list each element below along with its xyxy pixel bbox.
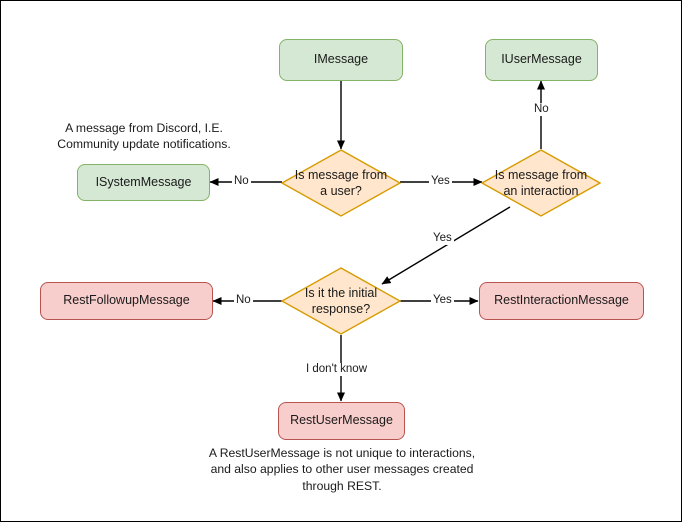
node-decision-initial[interactable]: Is it the initial response? xyxy=(281,267,401,335)
edge-label-initial-no: No xyxy=(234,294,253,307)
node-decision-interaction-label: Is message from an interaction xyxy=(494,167,588,198)
node-decision-user-label: Is message from a user? xyxy=(294,167,388,198)
node-restinteractionmessage[interactable]: RestInteractionMessage xyxy=(479,282,644,320)
annotation-rest-user-message: A RestUserMessage is not unique to inter… xyxy=(208,446,476,493)
node-restfollowupmessage-label: RestFollowupMessage xyxy=(63,293,190,308)
node-restinteractionmessage-label: RestInteractionMessage xyxy=(494,293,629,308)
node-iusermessage[interactable]: IUserMessage xyxy=(485,39,598,81)
edge-label-initial-yes: Yes xyxy=(431,294,454,307)
node-restusermessage[interactable]: RestUserMessage xyxy=(278,402,405,440)
edge-label-user-no: No xyxy=(232,175,251,188)
edge-label-initial-unknown: I don't know xyxy=(304,363,370,376)
node-isystemmessage[interactable]: ISystemMessage xyxy=(77,164,210,201)
node-isystemmessage-label: ISystemMessage xyxy=(95,174,192,189)
edge-decision-interaction-yes-to-decision-initial xyxy=(381,206,511,285)
node-decision-interaction[interactable]: Is message from an interaction xyxy=(481,149,601,217)
node-imessage-label: IMessage xyxy=(313,52,369,67)
node-restfollowupmessage[interactable]: RestFollowupMessage xyxy=(40,282,213,320)
edge-label-user-yes: Yes xyxy=(429,175,452,188)
node-restusermessage-label: RestUserMessage xyxy=(290,413,393,428)
edge-label-interaction-yes: Yes xyxy=(431,232,454,245)
node-decision-user[interactable]: Is message from a user? xyxy=(281,149,401,217)
decision-interaction-shape xyxy=(481,149,601,217)
edge-label-interaction-no: No xyxy=(532,103,551,116)
node-iusermessage-label: IUserMessage xyxy=(501,52,582,67)
decision-user-shape xyxy=(281,149,401,217)
annotation-system-message: A message from Discord, I.E. Community u… xyxy=(57,121,231,152)
node-decision-initial-label: Is it the initial response? xyxy=(304,285,378,316)
node-imessage[interactable]: IMessage xyxy=(279,39,403,81)
decision-initial-shape xyxy=(281,267,401,335)
